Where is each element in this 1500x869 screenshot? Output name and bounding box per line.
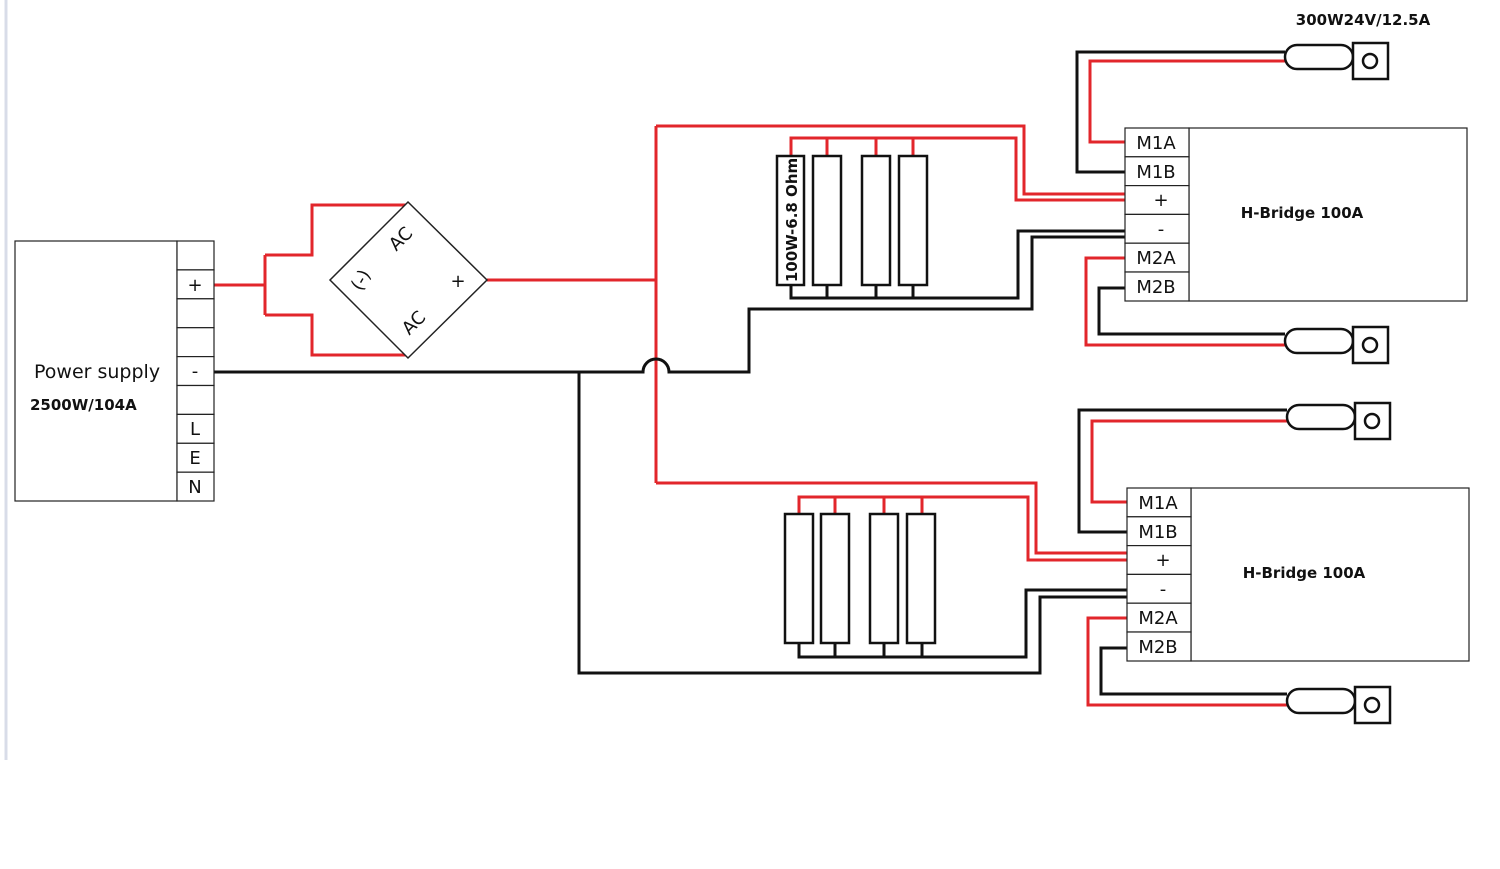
resistor: [860, 154, 892, 287]
hb1-terminal-m2a: M2A: [1136, 248, 1176, 269]
psu-terminal-e: E: [189, 448, 200, 469]
hb1-m2a-wire: [1084, 256, 1285, 347]
h-bridge-1: H-Bridge 100A M1A M1B + - M2A M2B: [1124, 127, 1468, 302]
hb1-positive-wire: [656, 124, 1125, 196]
hb1-terminal-m1b: M1B: [1136, 162, 1175, 183]
hb2-m1a-wire: [1090, 419, 1287, 504]
resistor: [811, 154, 843, 287]
hb2-m2b-wire: [1099, 646, 1287, 696]
power-supply-label: Power supply: [34, 361, 160, 383]
h-bridge-1-title: H-Bridge 100A: [1241, 204, 1364, 222]
psu-negative-wire: [214, 235, 1125, 374]
psu-positive-wire: [214, 203, 407, 357]
wires: [214, 50, 1287, 707]
bridge-rectifier: AC AC (-) +: [328, 200, 489, 360]
power-supply-terminals: + - L E N: [176, 240, 215, 502]
hb2-terminal-m2a: M2A: [1138, 608, 1178, 629]
resistor: [868, 512, 900, 645]
resistor-bank2-top-wire: [797, 495, 1127, 562]
hb2-terminal-m1a: M1A: [1138, 493, 1178, 514]
hb1-m1a-wire: [1088, 59, 1285, 144]
resistor-label: 100W-6.8 Ohm: [783, 158, 801, 282]
hb1-terminal-plus: +: [1153, 190, 1168, 211]
hb2-terminal-m1b: M1B: [1138, 522, 1177, 543]
psu-terminal-minus: -: [192, 361, 199, 382]
power-supply-rating: 2500W/104A: [30, 396, 137, 414]
resistor: [819, 512, 851, 645]
resistor-bank1-top-wire: [789, 136, 1125, 202]
resistor-bank-1: 100W-6.8 Ohm: [775, 154, 929, 287]
hb2-positive-wire: [656, 481, 1127, 555]
motor-3: [1285, 401, 1392, 441]
resistor: [783, 512, 815, 645]
hb2-m1b-wire: [1077, 408, 1287, 534]
psu-terminal-n: N: [188, 477, 201, 498]
hb1-terminal-minus: -: [1158, 219, 1165, 240]
resistor: [905, 512, 937, 645]
hb1-m2b-wire: [1097, 286, 1285, 336]
hb2-terminal-plus: +: [1155, 550, 1170, 571]
hb2-terminal-m2b: M2B: [1138, 637, 1177, 658]
psu-terminal-l: L: [190, 419, 200, 440]
h-bridge-2: H-Bridge 100A M1A M1B + - M2A M2B: [1126, 487, 1470, 662]
resistor: [897, 154, 929, 287]
resistor-bank2-bottom-wire: [797, 588, 1127, 659]
motor-rating-label: 300W24V/12.5A: [1296, 11, 1431, 29]
motor-4: [1285, 685, 1392, 725]
hb2-terminal-minus: -: [1160, 579, 1167, 600]
motor-2: [1283, 325, 1390, 365]
resistor-bank-2: [783, 512, 937, 645]
hb1-m1b-wire: [1075, 50, 1285, 174]
psu-terminal-plus: +: [187, 275, 202, 296]
resistor: [775, 154, 806, 287]
resistor-bank1-bottom-wire: [789, 229, 1125, 300]
rectifier-positive: +: [450, 271, 465, 292]
hb2-m2a-wire: [1086, 616, 1287, 707]
hb1-terminal-m1a: M1A: [1136, 133, 1176, 154]
h-bridge-2-title: H-Bridge 100A: [1243, 564, 1366, 582]
power-supply: Power supply 2500W/104A + - L E N: [14, 240, 215, 502]
hb1-terminal-m2b: M2B: [1136, 277, 1175, 298]
motor-1: [1283, 41, 1390, 81]
hb2-negative-wire: [577, 372, 1127, 675]
